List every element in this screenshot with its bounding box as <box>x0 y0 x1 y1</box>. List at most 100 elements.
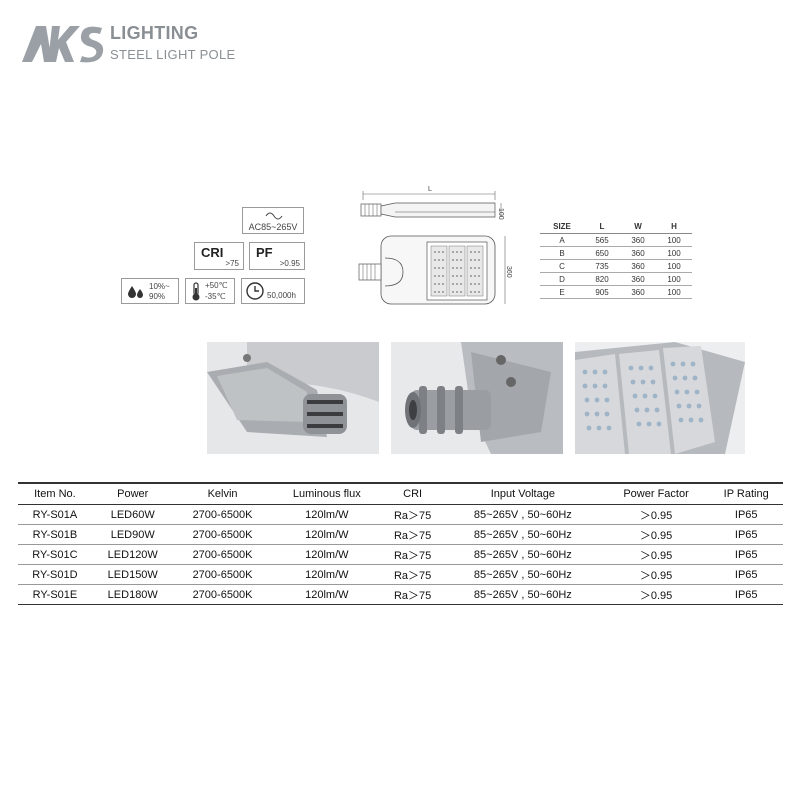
product-photo-led-module <box>575 342 745 454</box>
cell: D <box>540 272 584 286</box>
cri-badge: CRI >75 <box>194 242 244 270</box>
brand-subtitle: STEEL LIGHT POLE <box>110 47 236 62</box>
cell: ＞0.95 <box>602 544 710 565</box>
cri-value: >75 <box>225 259 239 268</box>
cell: IP65 <box>709 544 783 565</box>
header-kelvin: Kelvin <box>173 482 272 505</box>
size-header-w: W <box>620 220 656 234</box>
cell: 85~265V , 50~60Hz <box>443 584 603 605</box>
height-label: 100 <box>497 208 504 220</box>
cell: 120lm/W <box>271 504 383 525</box>
header-power-factor: Power Factor <box>602 482 710 505</box>
table-row: RY-S01E LED180W 2700-6500K 120lm/W Ra＞75… <box>18 584 783 605</box>
cell: RY-S01E <box>18 584 92 605</box>
table-row: D 820 360 100 <box>540 272 692 286</box>
cell: 120lm/W <box>271 544 383 565</box>
cell: Ra＞75 <box>382 504 444 525</box>
humidity-max: 90% <box>149 292 166 301</box>
cell: 360 <box>620 233 656 247</box>
cell: ＞0.95 <box>602 524 710 545</box>
cell: 85~265V , 50~60Hz <box>443 544 603 565</box>
cell: IP65 <box>709 504 783 525</box>
lifespan-value: 50,000h <box>267 291 296 300</box>
cell: 360 <box>620 259 656 273</box>
cell: Ra＞75 <box>382 544 444 565</box>
cell: 100 <box>656 259 692 273</box>
pf-badge: PF >0.95 <box>249 242 305 270</box>
temperature-badge: +50℃ -35℃ <box>185 278 235 304</box>
cell: B <box>540 246 584 260</box>
cell: 360 <box>620 246 656 260</box>
header-item-no: Item No. <box>18 482 92 505</box>
aks-logo <box>22 26 104 63</box>
product-photo-bracket <box>391 342 563 454</box>
table-row: RY-S01B LED90W 2700-6500K 120lm/W Ra＞75 … <box>18 524 783 545</box>
cell: RY-S01B <box>18 524 92 545</box>
table-row: RY-S01A LED60W 2700-6500K 120lm/W Ra＞75 … <box>18 504 783 525</box>
cell: 905 <box>584 285 620 299</box>
cell: 2700-6500K <box>173 504 272 525</box>
cri-label: CRI <box>201 245 224 260</box>
thermometer-icon <box>192 282 200 301</box>
product-photo-side <box>207 342 379 454</box>
size-table: SIZE L W H A 565 360 100 B 650 360 100 C… <box>540 220 692 299</box>
width-label: 360 <box>505 266 512 278</box>
cell: RY-S01C <box>18 544 92 565</box>
temp-low: -35℃ <box>205 292 226 301</box>
voltage-badge: AC85~265V <box>242 207 304 234</box>
cell: RY-S01A <box>18 504 92 525</box>
header-input-voltage: Input Voltage <box>443 482 603 505</box>
size-header-size: SIZE <box>540 220 584 234</box>
cell: 85~265V , 50~60Hz <box>443 524 603 545</box>
cell: Ra＞75 <box>382 564 444 585</box>
cell: IP65 <box>709 564 783 585</box>
cell: ＞0.95 <box>602 504 710 525</box>
pf-label: PF <box>256 245 273 260</box>
humidity-min: 10%~ <box>149 282 170 291</box>
voltage-value: AC85~265V <box>248 222 298 232</box>
cell: 100 <box>656 285 692 299</box>
cell: 120lm/W <box>271 564 383 585</box>
cell: 650 <box>584 246 620 260</box>
cell: 100 <box>656 272 692 286</box>
cell: LED150W <box>91 564 174 585</box>
table-row: RY-S01D LED150W 2700-6500K 120lm/W Ra＞75… <box>18 564 783 585</box>
cell: LED120W <box>91 544 174 565</box>
table-row: RY-S01C LED120W 2700-6500K 120lm/W Ra＞75… <box>18 544 783 565</box>
ac-wave-icon <box>265 212 283 220</box>
cell: IP65 <box>709 584 783 605</box>
cell: ＞0.95 <box>602 564 710 585</box>
cell: E <box>540 285 584 299</box>
cell: 85~265V , 50~60Hz <box>443 564 603 585</box>
humidity-badge: 10%~ 90% <box>121 278 179 304</box>
cell: 100 <box>656 246 692 260</box>
lifespan-badge: 50,000h <box>241 278 305 304</box>
cell: LED90W <box>91 524 174 545</box>
cell: ＞0.95 <box>602 584 710 605</box>
temp-high: +50℃ <box>205 281 228 290</box>
cell: 360 <box>620 272 656 286</box>
cell: A <box>540 233 584 247</box>
cell: C <box>540 259 584 273</box>
clock-icon <box>246 282 264 300</box>
table-row: E 905 360 100 <box>540 285 692 299</box>
header-cri: CRI <box>382 482 444 505</box>
header-power: Power <box>91 482 174 505</box>
cell: Ra＞75 <box>382 524 444 545</box>
water-drop-icon <box>128 286 143 298</box>
header-ip-rating: IP Rating <box>709 482 783 505</box>
cell: 360 <box>620 285 656 299</box>
cell: 85~265V , 50~60Hz <box>443 504 603 525</box>
product-table-header: Item No. Power Kelvin Luminous flux CRI … <box>18 482 783 505</box>
length-label: L <box>428 186 432 193</box>
cell: 2700-6500K <box>173 544 272 565</box>
table-row: C 735 360 100 <box>540 259 692 273</box>
brand-title: LIGHTING <box>110 23 199 43</box>
cell: 2700-6500K <box>173 524 272 545</box>
cell: Ra＞75 <box>382 584 444 605</box>
cell: 2700-6500K <box>173 584 272 605</box>
cell: 820 <box>584 272 620 286</box>
product-spec-table: Item No. Power Kelvin Luminous flux CRI … <box>18 482 783 605</box>
cell: 565 <box>584 233 620 247</box>
cell: 100 <box>656 233 692 247</box>
